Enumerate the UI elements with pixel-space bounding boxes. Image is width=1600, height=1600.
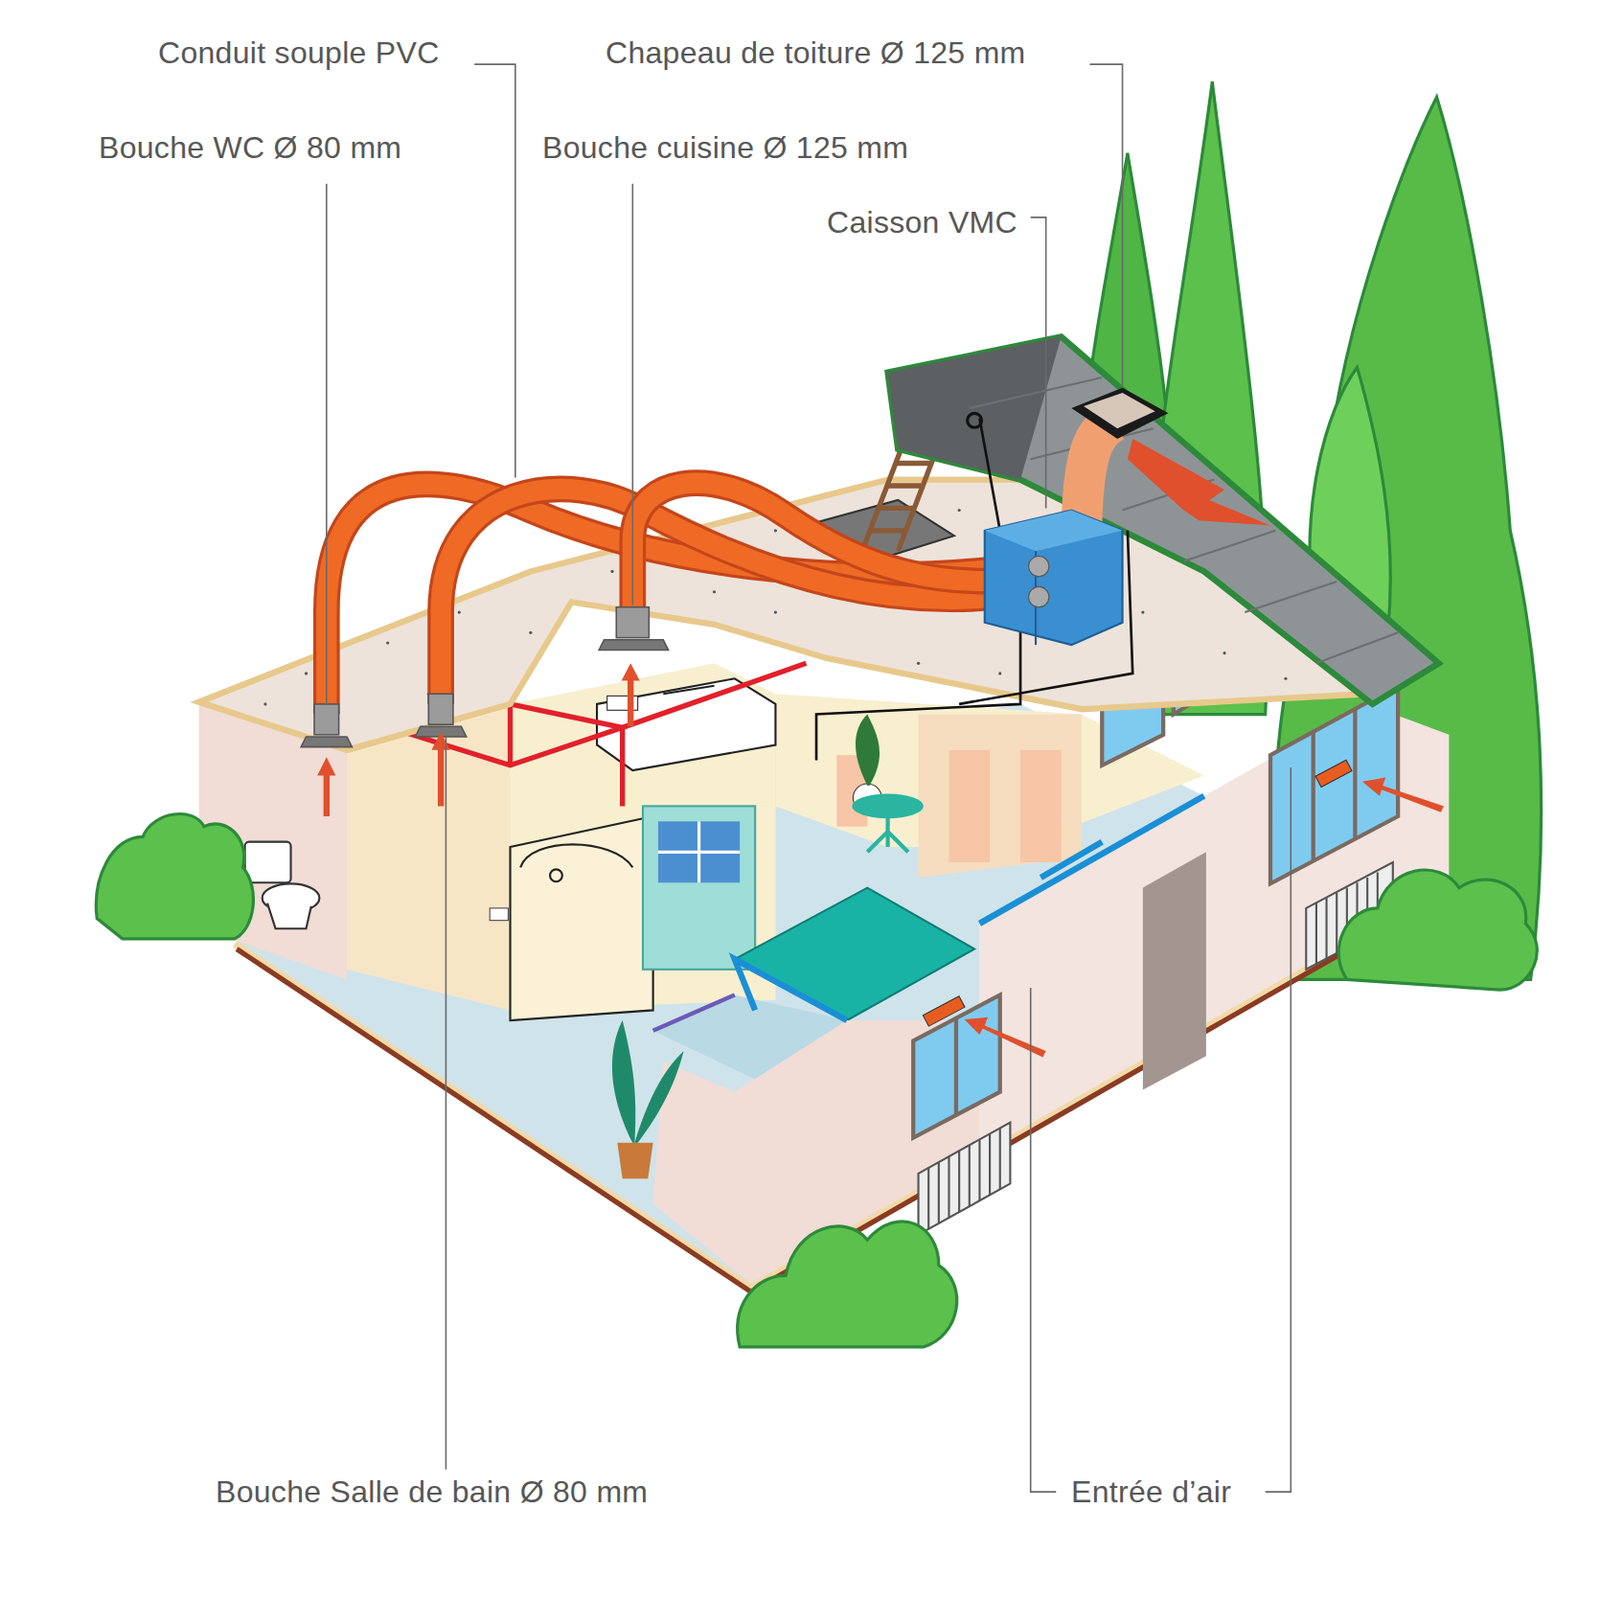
callout-label: Chapeau de toiture Ø 125 mm (605, 34, 1027, 71)
bouches (300, 607, 668, 748)
callout-label: Conduit souple PVC (158, 34, 440, 71)
extract-arrows (317, 662, 640, 817)
callout-label: Bouche cuisine Ø 125 mm (542, 129, 909, 166)
callout-label: Caisson VMC (826, 204, 1018, 241)
ladder (862, 443, 939, 551)
radiators (918, 862, 1394, 1235)
bushes (95, 814, 1537, 1348)
leader-lines (326, 64, 1291, 1492)
callout-label: Bouche Salle de bain Ø 80 mm (215, 1473, 648, 1510)
plants (612, 714, 924, 1180)
callout-label: Bouche WC Ø 80 mm (98, 129, 402, 166)
shingles (969, 377, 1398, 663)
callout-label: Entrée d’air (1071, 1473, 1232, 1510)
toilet (245, 842, 320, 930)
